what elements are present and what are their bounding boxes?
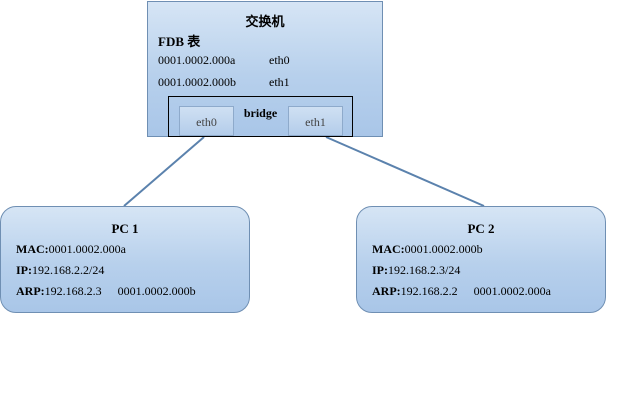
arp-mac: 0001.0002.000b <box>117 284 196 298</box>
arp-mac: 0001.0002.000a <box>473 284 551 298</box>
ip-value: 192.168.2.3/24 <box>388 263 461 277</box>
pc-arp-row: ARP:192.168.2.2 0001.0002.000a <box>372 284 551 299</box>
mac-value: 0001.0002.000a <box>48 242 126 256</box>
ip-label: IP: <box>16 263 32 277</box>
fdb-table-title: FDB 表 <box>158 34 201 49</box>
fdb-port: eth0 <box>269 53 290 67</box>
arp-label: ARP: <box>372 284 401 298</box>
mac-label: MAC: <box>372 242 405 256</box>
bridge-port-eth0: eth0 <box>179 106 234 136</box>
bridge-port-eth1: eth1 <box>288 106 343 136</box>
fdb-mac: 0001.0002.000b <box>158 75 236 89</box>
pc-mac-row: MAC:0001.0002.000a <box>16 242 126 257</box>
pc-ip-row: IP:192.168.2.3/24 <box>372 263 460 278</box>
switch-box: 交换机 FDB 表 0001.0002.000a eth0 0001.0002.… <box>147 1 383 137</box>
pc-ip-row: IP:192.168.2.2/24 <box>16 263 104 278</box>
switch-title: 交换机 <box>245 14 285 29</box>
pc-arp-row: ARP:192.168.2.3 0001.0002.000b <box>16 284 196 299</box>
pc-title: PC 1 <box>111 221 139 236</box>
pc-title: PC 2 <box>467 221 495 236</box>
arp-ip: 192.168.2.3 <box>44 284 102 298</box>
link-eth1-pc2 <box>325 136 485 207</box>
mac-label: MAC: <box>16 242 49 256</box>
pc2-box: PC 2 MAC:0001.0002.000b IP:192.168.2.3/2… <box>356 206 606 313</box>
bridge-box: bridge eth0 eth1 <box>168 96 353 137</box>
arp-label: ARP: <box>16 284 45 298</box>
pc-mac-row: MAC:0001.0002.000b <box>372 242 483 257</box>
ip-label: IP: <box>372 263 388 277</box>
arp-ip: 192.168.2.2 <box>400 284 458 298</box>
mac-value: 0001.0002.000b <box>404 242 483 256</box>
pc1-box: PC 1 MAC:0001.0002.000a IP:192.168.2.2/2… <box>0 206 250 313</box>
fdb-row: 0001.0002.000b eth1 <box>158 75 290 90</box>
ip-value: 192.168.2.2/24 <box>32 263 105 277</box>
link-eth0-pc1 <box>123 136 205 207</box>
bridge-label: bridge <box>243 106 278 120</box>
fdb-port: eth1 <box>269 75 290 89</box>
fdb-mac: 0001.0002.000a <box>158 53 236 67</box>
fdb-row: 0001.0002.000a eth0 <box>158 53 290 68</box>
